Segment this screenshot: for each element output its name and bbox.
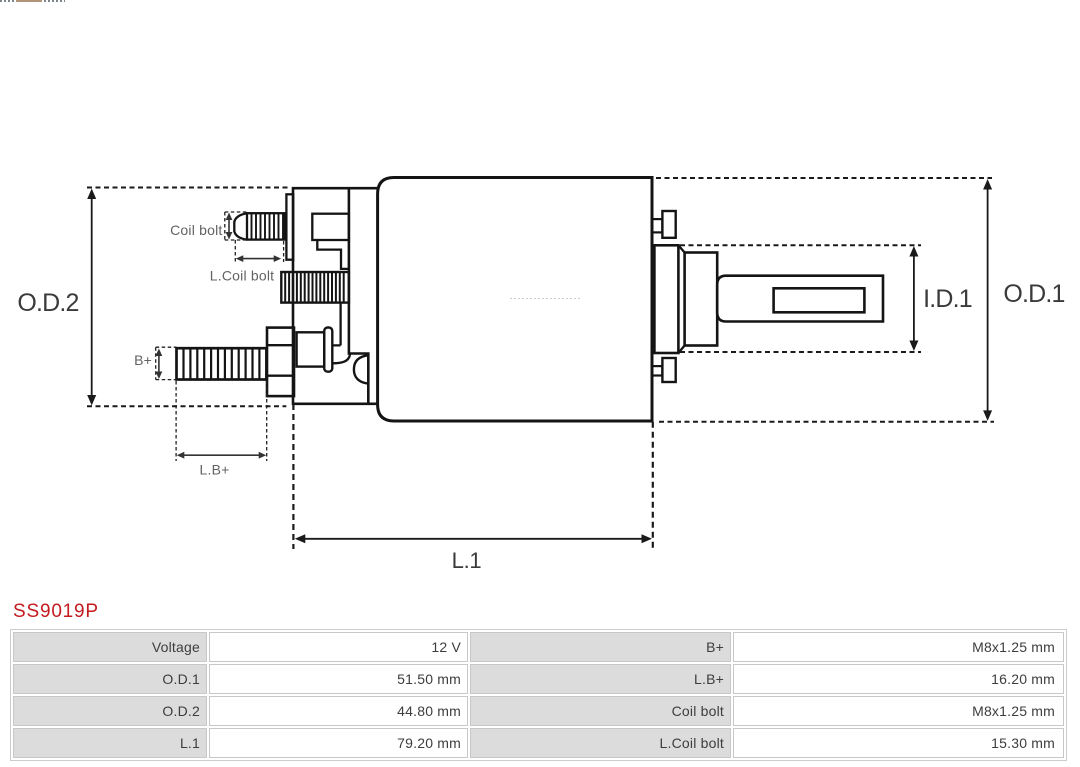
svg-text:L.B+: L.B+	[200, 462, 230, 478]
svg-text:O.D.1: O.D.1	[1003, 280, 1064, 308]
svg-text:B+: B+	[134, 352, 152, 368]
svg-text:O.D.2: O.D.2	[17, 289, 78, 317]
svg-text:L.Coil bolt: L.Coil bolt	[210, 268, 274, 284]
svg-text:L.1: L.1	[452, 548, 482, 573]
svg-text:Coil bolt: Coil bolt	[170, 222, 222, 238]
svg-text:I.D.1: I.D.1	[923, 285, 972, 313]
